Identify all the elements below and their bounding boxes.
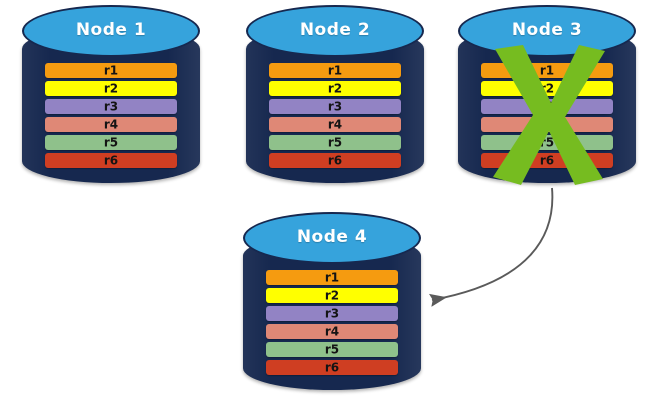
table-row[interactable]: r6	[266, 360, 398, 375]
node-cylinder-node1[interactable]: Node 1 r1 r2 r3 r4 r5 r6	[22, 5, 200, 183]
node-title: Node 1	[75, 20, 147, 40]
row-label: r6	[539, 153, 555, 167]
table-row[interactable]: r6	[481, 153, 613, 168]
row-label: r2	[103, 81, 119, 95]
node-title: Node 4	[296, 227, 368, 247]
row-list: r1 r2 r3 r4 r5 r6	[481, 63, 613, 168]
table-row[interactable]: r1	[266, 270, 398, 285]
table-row[interactable]: r6	[269, 153, 401, 168]
row-list: r1 r2 r3 r4 r5 r6	[45, 63, 177, 168]
table-row[interactable]: r3	[266, 306, 398, 321]
table-row[interactable]: r3	[45, 99, 177, 114]
cylinder-top-ellipse: Node 1	[22, 5, 200, 57]
node-title: Node 2	[299, 20, 371, 40]
row-label: r5	[327, 135, 343, 149]
row-label: r5	[324, 342, 340, 356]
table-row[interactable]: r4	[45, 117, 177, 132]
row-label: r4	[539, 117, 555, 131]
row-label: r1	[539, 63, 555, 77]
row-label: r5	[539, 135, 555, 149]
row-label: r2	[327, 81, 343, 95]
table-row[interactable]: r5	[266, 342, 398, 357]
row-label: r2	[324, 288, 340, 302]
row-label: r5	[103, 135, 119, 149]
table-row[interactable]: r2	[45, 81, 177, 96]
row-label: r4	[324, 324, 340, 338]
row-label: r1	[103, 63, 119, 77]
table-row[interactable]: r4	[266, 324, 398, 339]
table-row[interactable]: r6	[45, 153, 177, 168]
table-row[interactable]: r2	[269, 81, 401, 96]
row-label: r2	[539, 81, 555, 95]
table-row[interactable]: r5	[481, 135, 613, 150]
row-label: r1	[327, 63, 343, 77]
cylinder-top-ellipse: Node 3	[458, 5, 636, 57]
cylinder-top-ellipse: Node 4	[243, 212, 421, 264]
row-label: r4	[327, 117, 343, 131]
row-list: r1 r2 r3 r4 r5 r6	[266, 270, 398, 375]
table-row[interactable]: r1	[45, 63, 177, 78]
row-label: r3	[103, 99, 119, 113]
row-label: r6	[324, 360, 340, 374]
row-label: r4	[103, 117, 119, 131]
node-cylinder-node3[interactable]: Node 3 r1 r2 r3 r4 r5 r6	[458, 5, 636, 183]
table-row[interactable]: r3	[269, 99, 401, 114]
table-row[interactable]: r5	[269, 135, 401, 150]
table-row[interactable]: r1	[481, 63, 613, 78]
row-label: r6	[327, 153, 343, 167]
table-row[interactable]: r5	[45, 135, 177, 150]
row-label: r1	[324, 270, 340, 284]
table-row[interactable]: r1	[269, 63, 401, 78]
node-title: Node 3	[511, 20, 583, 40]
node-cylinder-node4[interactable]: Node 4 r1 r2 r3 r4 r5 r6	[243, 212, 421, 390]
row-label: r6	[103, 153, 119, 167]
table-row[interactable]: r4	[481, 117, 613, 132]
row-label: r3	[539, 99, 555, 113]
table-row[interactable]: r2	[266, 288, 398, 303]
table-row[interactable]: r3	[481, 99, 613, 114]
node-cylinder-node2[interactable]: Node 2 r1 r2 r3 r4 r5 r6	[246, 5, 424, 183]
row-label: r3	[324, 306, 340, 320]
table-row[interactable]: r2	[481, 81, 613, 96]
row-list: r1 r2 r3 r4 r5 r6	[269, 63, 401, 168]
cylinder-top-ellipse: Node 2	[246, 5, 424, 57]
table-row[interactable]: r4	[269, 117, 401, 132]
row-label: r3	[327, 99, 343, 113]
